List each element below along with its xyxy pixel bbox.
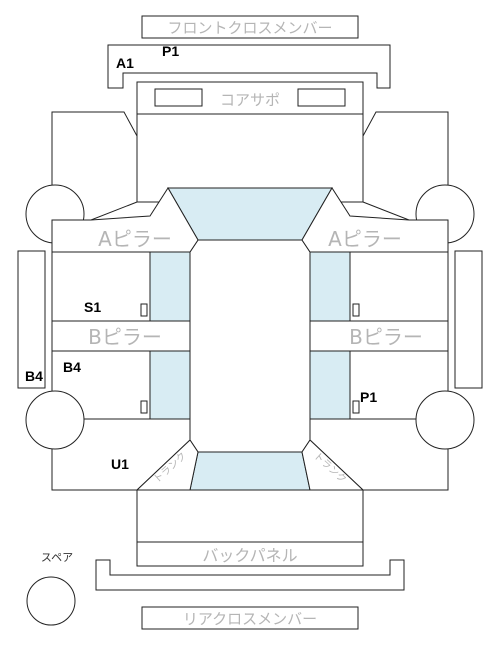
- right-rocker-panel[interactable]: [454, 250, 483, 389]
- left-front-window[interactable]: [149, 251, 191, 322]
- front-cross-member-label: フロントクロスメンバー: [167, 19, 332, 37]
- rear-right-tire[interactable]: [415, 390, 475, 450]
- a-pillar-right-label: Aピラー: [328, 227, 402, 251]
- cabin-frame[interactable]: [189, 239, 311, 453]
- core-support-right-slot: [297, 88, 346, 107]
- code-u1: U1: [111, 456, 129, 472]
- front-cross-member-box[interactable]: [141, 15, 359, 39]
- back-panel-box[interactable]: [136, 541, 364, 567]
- rear-window[interactable]: [189, 451, 311, 491]
- right-front-door[interactable]: [349, 251, 449, 322]
- rear-cross-member-label: リアクロスメンバー: [183, 610, 317, 628]
- core-support-left-slot: [154, 88, 203, 107]
- spare-tire-label: スペア: [41, 551, 73, 564]
- front-bumper-outline[interactable]: [107, 44, 391, 89]
- code-p1-front: P1: [162, 43, 179, 59]
- code-b4-rocker: B4: [25, 368, 43, 384]
- back-panel-label: バックパネル: [202, 546, 297, 565]
- rear-bumper-outline[interactable]: [95, 559, 405, 591]
- right-front-window[interactable]: [309, 251, 351, 322]
- right-mirror-marker-2: [352, 400, 360, 414]
- left-rocker-panel[interactable]: [17, 250, 46, 389]
- a-pillar-left-label: Aピラー: [98, 227, 172, 251]
- right-mirror-marker-1: [352, 303, 360, 317]
- a-pillar-right[interactable]: [301, 187, 449, 253]
- left-rear-window[interactable]: [149, 350, 191, 420]
- spare-tire[interactable]: [26, 576, 76, 626]
- right-rear-window[interactable]: [309, 350, 351, 420]
- code-b4-left-body: B4: [63, 359, 81, 375]
- b-pillar-right[interactable]: [309, 320, 449, 352]
- rear-cross-member-box[interactable]: [141, 606, 359, 630]
- left-mirror-marker-1: [140, 303, 148, 317]
- rear-left-tire[interactable]: [25, 390, 85, 450]
- a-pillar-left[interactable]: [51, 187, 199, 253]
- left-mirror-marker-2: [140, 400, 148, 414]
- code-a1: A1: [116, 55, 134, 71]
- core-support-label: コアサポ: [220, 91, 280, 109]
- trunk-floor[interactable]: [136, 489, 364, 543]
- code-p1-rear: P1: [360, 389, 377, 405]
- b-pillar-right-label: Bピラー: [349, 325, 423, 349]
- code-s1: S1: [84, 299, 101, 315]
- b-pillar-left-label: Bピラー: [88, 325, 162, 349]
